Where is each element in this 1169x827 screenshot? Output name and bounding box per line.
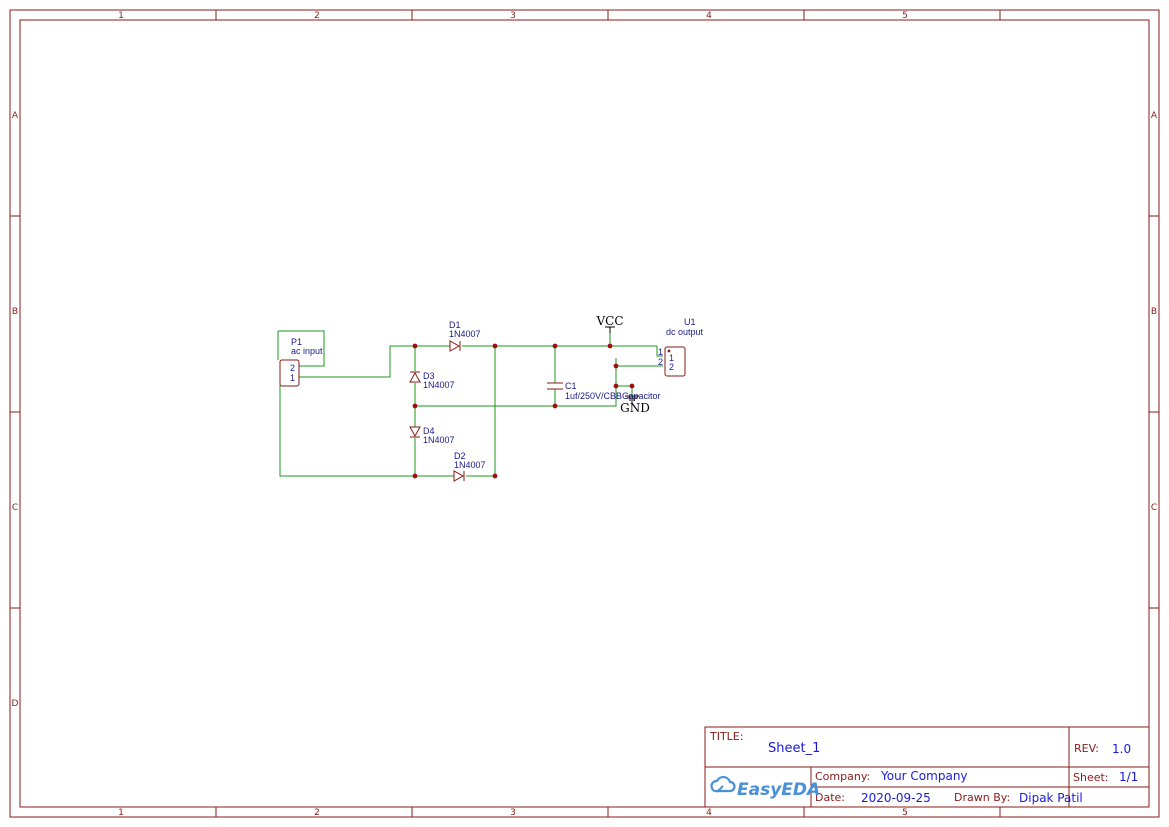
rev-label: REV: [1074, 742, 1099, 755]
gnd-label: GND [620, 401, 650, 415]
company-label: Company: [815, 770, 870, 783]
d1-designator: D1 [449, 320, 461, 330]
p1-designator: P1 [291, 337, 302, 347]
p1-pin-label: 1 [290, 373, 295, 383]
frame-col-label: 3 [510, 808, 516, 818]
easyeda-cloud-icon [710, 775, 736, 793]
capacitor-c1[interactable]: C1 1uf/250V/CBBCapacitor [547, 381, 661, 401]
vcc-label: VCC [595, 314, 623, 328]
u1-pin-number: 1 [658, 347, 663, 357]
drawn-by-label: Drawn By: [954, 791, 1010, 804]
date-value: 2020-09-25 [861, 791, 931, 805]
frame-col-label: 1 [118, 11, 124, 21]
d2-value: 1N4007 [454, 460, 486, 470]
frame-row-label: D [12, 699, 19, 709]
connector-p1[interactable]: P1 ac input 2 1 [277, 331, 323, 387]
frame-col-label: 5 [902, 808, 908, 818]
frame-col-label: 2 [314, 11, 320, 21]
frame-col-label: 2 [314, 808, 320, 818]
sheet-title: Sheet_1 [768, 741, 820, 756]
diode-d1[interactable]: D1 1N4007 [449, 320, 481, 352]
c1-value: 1uf/250V/CBBCapacitor [565, 391, 661, 401]
diode-d2[interactable]: D2 1N4007 [453, 451, 486, 482]
sheet-label: Sheet: [1073, 771, 1109, 784]
company-value: Your Company [880, 769, 968, 783]
d3-designator: D3 [423, 371, 435, 381]
frame-col-label: 5 [902, 11, 908, 21]
drawing-frame: 1 2 3 4 5 1 2 3 4 5 A B C D A B C [9, 9, 1160, 818]
p1-value: ac input [291, 346, 323, 356]
title-label: TITLE: [709, 730, 743, 743]
u1-pin-number: 2 [658, 357, 663, 367]
frame-col-label: 1 [118, 808, 124, 818]
title-block: TITLE: Sheet_1 REV: 1.0 Company: Your Co… [704, 726, 1150, 808]
frame-col-label: 4 [706, 11, 712, 21]
p1-pin-label: 2 [290, 363, 295, 373]
frame-col-label: 3 [510, 11, 516, 21]
frame-row-label: A [12, 111, 19, 121]
d4-value: 1N4007 [423, 435, 455, 445]
frame-row-label: C [12, 503, 18, 513]
frame-row-label: C [1151, 503, 1157, 513]
junction-dots [412, 343, 635, 479]
u1-pin-label: 2 [669, 362, 674, 372]
wires [278, 330, 663, 477]
u1-pin-label: 1 [669, 353, 674, 363]
d2-designator: D2 [454, 451, 466, 461]
d3-value: 1N4007 [423, 380, 455, 390]
frame-row-label: B [1151, 307, 1157, 317]
d1-value: 1N4007 [449, 329, 481, 339]
date-label: Date: [815, 791, 845, 804]
diode-d4[interactable]: D4 1N4007 [409, 426, 455, 445]
frame-row-label: A [1151, 111, 1158, 121]
u1-designator: U1 [684, 317, 696, 327]
easyeda-logo: EasyEDA [737, 780, 820, 800]
drawn-by-value: Dipak Patil [1019, 791, 1083, 805]
frame-row-label: B [12, 307, 18, 317]
connector-u1[interactable]: U1 dc output 1 2 1 2 [658, 317, 704, 377]
frame-col-label: 4 [706, 808, 712, 818]
u1-value: dc output [666, 327, 704, 337]
d4-designator: D4 [423, 426, 435, 436]
c1-designator: C1 [565, 381, 577, 391]
vcc-power-symbol[interactable]: VCC [595, 314, 624, 333]
rev-value: 1.0 [1112, 742, 1131, 756]
diode-d3[interactable]: D3 1N4007 [409, 371, 455, 390]
gnd-power-symbol[interactable]: GND [620, 395, 650, 415]
sheet-value: 1/1 [1119, 770, 1138, 784]
